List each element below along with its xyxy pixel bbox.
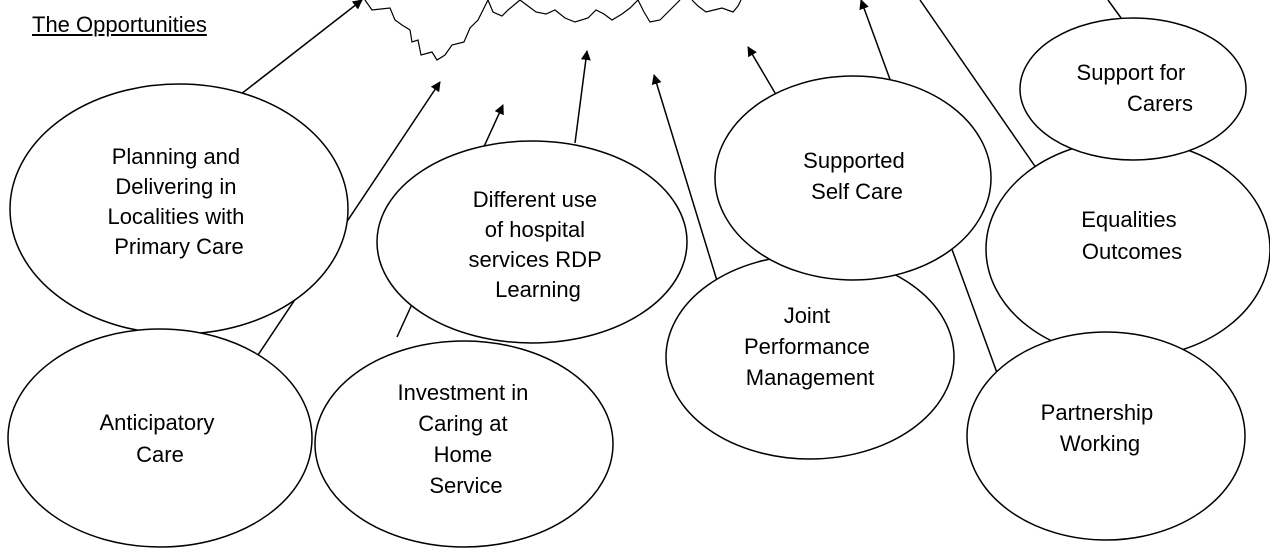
bubble-caring-at-home: Investment in Caring at Home Service [314,340,614,548]
bubble-label-line: Outcomes [1082,239,1182,264]
bubble-shape [7,328,313,548]
bubble-label-line: Planning and [112,144,240,169]
bubble-shape [1019,17,1247,161]
bubble-label-line: Different use [473,187,597,212]
bubble-label-line: of hospital [485,217,585,242]
bubble-label: Anticipatory Care [99,410,220,467]
bubble-label-line: Support for [1077,60,1186,85]
opportunity-bubbles: Planning and Delivering in Localities wi… [7,17,1270,548]
bubble-label: Planning and Delivering in Localities wi… [107,144,250,259]
bubble-label-line: Caring at [418,411,507,436]
bubble-label-line: Partnership [1041,400,1154,425]
bubble-label-line: Equalities [1081,207,1176,232]
arrow-supported-self-care [747,46,779,99]
bubble-label-line: Working [1060,431,1140,456]
bubble-support-for-carers: Support for Carers [1019,17,1247,161]
bubble-planning-localities: Planning and Delivering in Localities wi… [9,83,349,335]
bubble-label-line: Delivering in [115,174,236,199]
bubble-anticipatory-care: Anticipatory Care [7,328,313,548]
bubble-label-line: Primary Care [114,234,244,259]
line-equalities [919,0,1051,189]
bubble-shape [314,340,614,548]
bubble-label-line: services RDP [469,247,602,272]
bubble-label: Investment in Caring at Home Service [398,380,535,498]
bubble-label-line: Home [434,442,493,467]
bubble-shape [966,331,1246,541]
bubble-label: Different use of hospital services RDP L… [469,187,608,302]
arrow-planning [235,0,363,99]
bubble-label-line: Performance [744,334,870,359]
bubble-label: Support for Carers [1077,60,1193,116]
bubble-label-line: Localities with [107,204,244,229]
bubble-shape [714,75,992,281]
bubble-label-line: Learning [495,277,581,302]
bubble-label-line: Self Care [811,179,903,204]
arrow-hospital-services [574,50,591,144]
bubble-label-line: Anticipatory [99,410,214,435]
bubble-label: Supported Self Care [803,148,911,204]
bubble-label: Equalities Outcomes [1081,207,1183,264]
map-outline [364,0,742,61]
bubble-partnership-working: Partnership Working [966,331,1246,541]
bubble-supported-self-care: Supported Self Care [714,75,992,281]
bubble-label: Partnership Working [1041,400,1160,456]
page-title: The Opportunities [32,12,207,37]
bubble-hospital-services: Different use of hospital services RDP L… [376,140,688,344]
bubble-label-line: Carers [1127,91,1193,116]
bubble-label-line: Service [429,473,502,498]
bubble-label-line: Investment in [398,380,529,405]
bubble-joint-performance: Joint Performance Management [665,254,955,460]
bubble-shape [376,140,688,344]
bubble-label-line: Supported [803,148,905,173]
bubble-label: Joint Performance Management [744,303,876,390]
arrow-joint-performance [651,74,719,285]
bubble-label-line: Management [746,365,874,390]
bubble-label-line: Joint [784,303,830,328]
bubble-equalities-outcomes: Equalities Outcomes [985,139,1270,359]
bubble-label-line: Care [136,442,184,467]
